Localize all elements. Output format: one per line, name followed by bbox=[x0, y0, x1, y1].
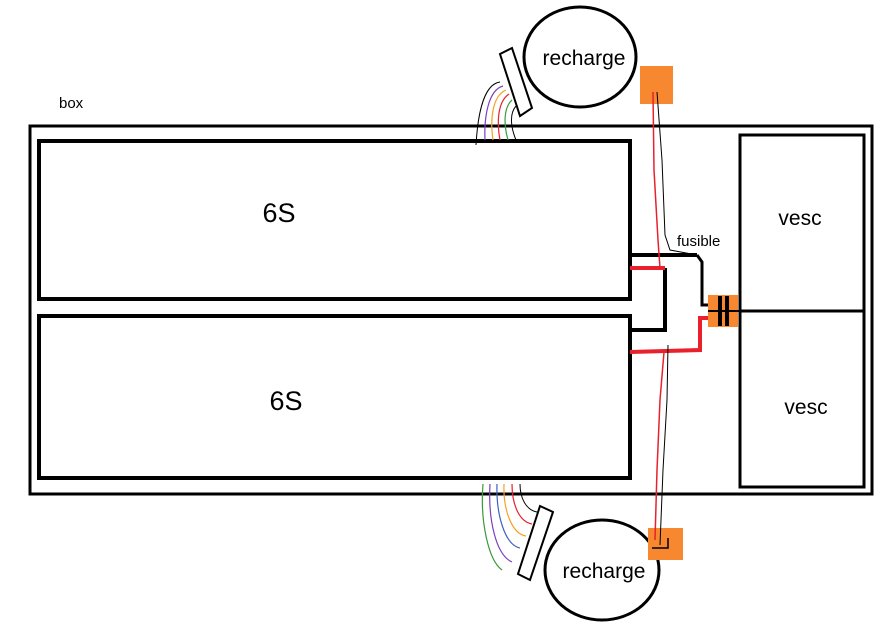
charge-wire-bottom-red bbox=[654, 351, 665, 541]
recharge-port-top bbox=[522, 5, 638, 109]
series-link-black-to-fuse bbox=[695, 254, 712, 307]
vesc-top-label: vesc bbox=[778, 207, 821, 230]
charge-connector-top bbox=[640, 66, 673, 104]
balance-wire-bottom-1 bbox=[481, 483, 503, 571]
recharge-top-label: recharge bbox=[543, 47, 626, 70]
charge-wire-bottom-black bbox=[659, 344, 669, 546]
balance-wire-bottom-2 bbox=[489, 483, 513, 563]
battery-bottom-label: 6S bbox=[269, 386, 302, 416]
charge-wire-top-red bbox=[652, 91, 661, 269]
balance-wire-bottom-4 bbox=[503, 483, 527, 537]
series-link-black-right bbox=[630, 268, 667, 332]
balance-wire-top-2 bbox=[484, 85, 504, 141]
balance-wire-bottom-3 bbox=[496, 483, 521, 549]
balance-plug-top bbox=[498, 46, 534, 118]
fuse-label: fusible bbox=[677, 233, 720, 250]
balance-wire-top-5 bbox=[504, 99, 513, 141]
positive-wire-bottom bbox=[629, 316, 712, 354]
battery-pack-bottom bbox=[37, 314, 632, 480]
box-label: box bbox=[59, 95, 84, 112]
recharge-bottom-label: recharge bbox=[563, 560, 646, 583]
enclosure-box bbox=[28, 124, 874, 496]
balance-wire-bottom-6 bbox=[519, 483, 538, 513]
charge-connector-bottom bbox=[648, 528, 683, 560]
battery-pack-top bbox=[37, 139, 632, 301]
balance-wire-bottom-5 bbox=[511, 483, 533, 525]
charge-wire-top-black bbox=[656, 91, 698, 256]
balance-wire-top-3 bbox=[491, 89, 507, 141]
balance-wire-top-6 bbox=[511, 105, 517, 141]
balance-plug-bottom bbox=[516, 504, 555, 582]
recharge-port-bottom bbox=[543, 518, 661, 622]
charge-connector-bottom-lead bbox=[652, 538, 669, 549]
balance-wire-top-1 bbox=[475, 81, 501, 146]
battery-top-label: 6S bbox=[262, 198, 295, 228]
vesc-bottom-label: vesc bbox=[784, 396, 827, 419]
balance-wire-top-4 bbox=[497, 93, 510, 141]
